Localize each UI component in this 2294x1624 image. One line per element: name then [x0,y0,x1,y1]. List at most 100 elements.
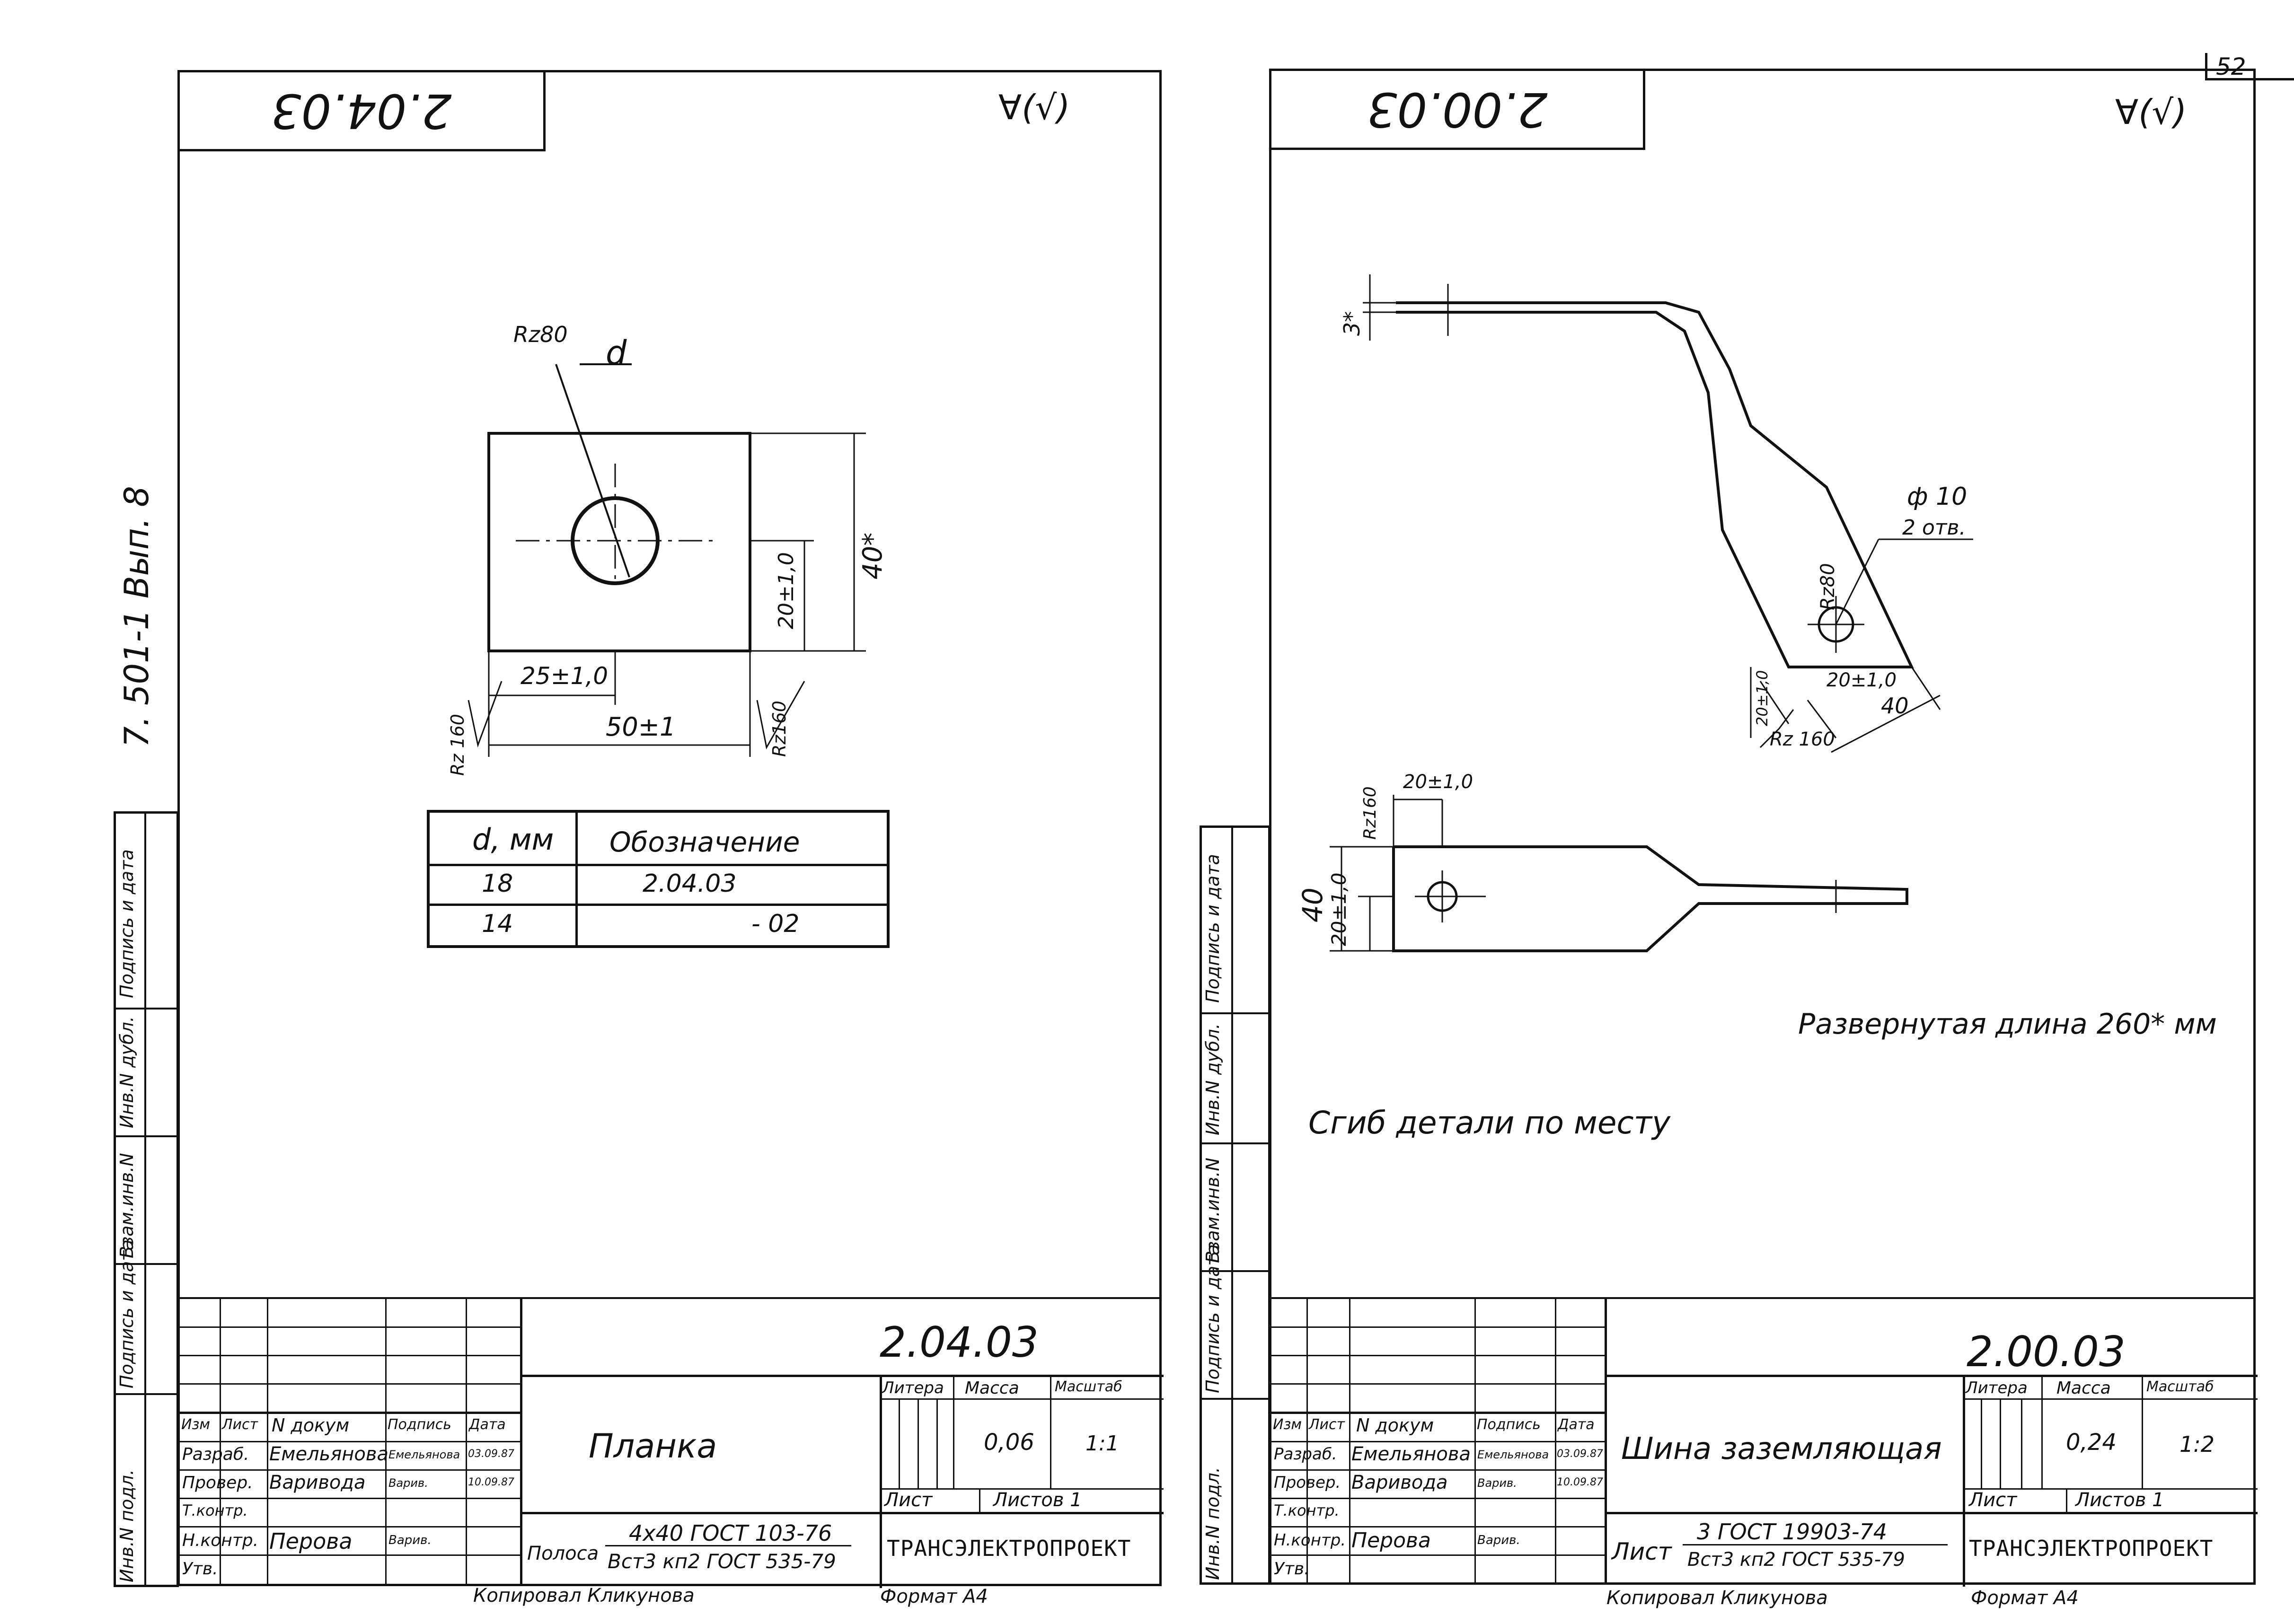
stamp-label: Дата [469,1416,506,1433]
stamp-litera: Литера [1966,1378,2028,1397]
sheet-number-box: 52 [2205,53,2294,80]
stamp-person: Перова [269,1528,353,1554]
stamp-signature: Варив. [388,1533,432,1547]
stamp-scale-value: 1:1 [1085,1431,1119,1456]
stamp-material-top: 4x40 ГОСТ 103-76 [629,1520,832,1546]
copied-by: Копировал Кликунова [1606,1587,1828,1609]
stamp-label: N докум [272,1415,350,1436]
stamp-person: Варивода [1351,1472,1448,1493]
stamp-role: Утв. [1274,1559,1310,1579]
stamp-date: 03.09.87 [1557,1448,1603,1460]
stamp-label: Изм [1273,1416,1302,1433]
stamp-code: 2.04.03 [880,1318,1039,1367]
stamp-org: ТРАНСЭЛЕКТРОПРОЕКТ [1969,1536,2214,1561]
stamp-label: Подпись [388,1416,451,1433]
stamp-material-bottom: Вст3 кп2 ГОСТ 535-79 [608,1550,836,1573]
stamp-masshtab: Масштаб [2146,1378,2214,1395]
stamp-signature: Емельянова [388,1448,460,1461]
dim-25: 25±1,0 [521,662,609,690]
right-title-block: Изм Лист N докум Подпись Дата Разраб. Ем… [1269,1297,2258,1587]
sheet-number: 52 [2216,53,2246,80]
dim-d-label: d [606,334,627,372]
stamp-role: Провер. [182,1473,253,1492]
stamp-person: Варивода [269,1472,366,1493]
stamp-material-prefix: Лист [1612,1538,1672,1565]
stamp-role: Н.контр. [1274,1531,1346,1550]
stamp-label: Дата [1558,1416,1595,1433]
stamp-name: Планка [589,1427,717,1466]
stamp-massa: Масса [965,1378,1019,1398]
stamp-scale-value: 1:2 [2179,1431,2215,1457]
stamp-signature: Варив. [1477,1476,1517,1490]
stamp-label: Лист [1309,1416,1345,1433]
stamp-list: Лист [1969,1489,2017,1511]
stamp-material-top: 3 ГОСТ 19903-74 [1697,1519,1888,1545]
stamp-litera: Литера [882,1378,944,1397]
stamp-org: ТРАНСЭЛЕКТРОПРОЕКТ [887,1536,1131,1561]
stamp-masshtab: Масштаб [1055,1378,1122,1395]
developed-length-note: Развернутая длина 260* мм [1798,1008,2217,1041]
stamp-label: Подпись [1477,1416,1541,1433]
stamp-role: Т.контр. [1274,1501,1340,1519]
dim-40-bus: 40 [1881,693,1909,719]
stamp-person: Емельянова [269,1443,388,1465]
stamp-name: Шина заземляющая [1621,1431,1942,1466]
stamp-material-bottom: Вст3 кп2 ГОСТ 535-79 [1687,1549,1905,1571]
variant-table: d, мм Обозначение 18 2.04.03 14 - 02 [427,810,890,948]
stamp-signature: Емельянова [1477,1448,1549,1461]
dim-thickness: 3* [1339,311,1365,336]
dim-20-flat: 20±1,0 [1403,771,1473,793]
stamp-date: 10.09.87 [468,1476,514,1488]
plate-outline [487,432,751,652]
table-cell: 14 [482,910,513,938]
table-cell: 2.04.03 [643,869,737,898]
table-header-designation: Обозначение [609,826,800,858]
stamp-role: Т.контр. [182,1501,248,1519]
stamp-person: Емельянова [1351,1443,1471,1465]
dim-rz80: Rz80 [513,322,568,347]
dim-20-vertical: 20±1,0 [1753,670,1771,726]
stamp-massa: Масса [2056,1378,2111,1398]
stamp-listov: Листов 1 [2075,1489,2164,1511]
right-roughness-symbol: ∀(√) [2115,92,2187,132]
stamp-role: Н.контр. [182,1531,259,1550]
dim-holes: 2 отв. [1902,516,1966,540]
stamp-signature: Варив. [1477,1533,1520,1547]
stamp-role: Разраб. [182,1445,249,1464]
table-cell: - 02 [751,910,800,938]
stamp-list: Лист [884,1489,933,1511]
left-top-code-box: 2.04.03 [177,70,546,151]
left-title-block: Изм Лист N докум Подпись Дата Разраб. Ем… [177,1297,1164,1588]
stamp-code: 2.00.03 [1967,1327,2126,1376]
dim-20-flat-vertical: 20±1,0 [1327,872,1350,946]
stamp-person: Перова [1351,1528,1431,1553]
stamp-role: Разраб. [1274,1445,1337,1464]
table-header-d: d, мм [472,822,554,857]
bend-note: Сгиб детали по месту [1308,1105,1671,1141]
stamp-signature: Варив. [388,1476,428,1490]
format-label: Формат А4 [1971,1587,2079,1609]
dim-50: 50±1 [606,712,676,742]
stamp-listov: Листов 1 [993,1489,1082,1511]
stamp-mass-value: 0,24 [2066,1429,2117,1456]
dim-rz160-bus: Rz 160 [1770,729,1835,750]
copied-by: Копировал Кликунова [473,1585,695,1606]
format-label: Формат А4 [880,1586,988,1607]
stamp-label: Изм [181,1416,211,1433]
stamp-role: Провер. [1274,1473,1341,1492]
dim-40-flat: 40 [1297,887,1329,922]
stamp-date: 10.09.87 [1557,1476,1603,1488]
dim-phi10: ф 10 [1907,483,1968,511]
stamp-date: 03.09.87 [468,1448,514,1460]
stamp-label: Лист [222,1416,258,1433]
dim-20-bus: 20±1,0 [1826,669,1897,691]
dim-rz80-bus: Rz80 [1817,563,1839,610]
right-top-code-box: 2.00.03 [1269,69,1645,150]
stamp-mass-value: 0,06 [984,1429,1034,1456]
table-cell: 18 [482,869,513,898]
dim-rz160-flat: Rz160 [1360,786,1380,840]
stamp-material-prefix: Полоса [527,1543,599,1564]
stamp-label: N докум [1356,1415,1434,1436]
